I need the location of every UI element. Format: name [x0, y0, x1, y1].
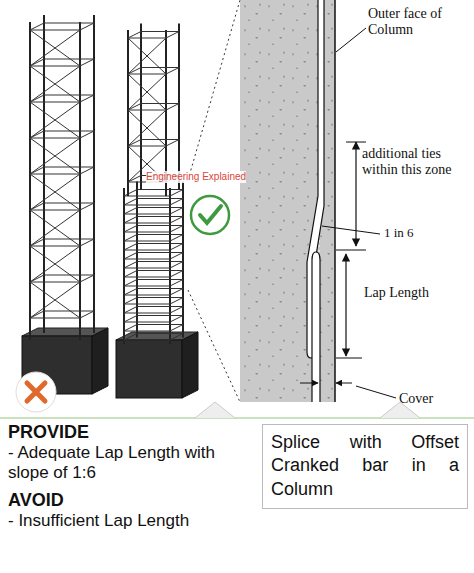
wrong-symbol — [16, 372, 56, 412]
cover-arrow — [336, 383, 352, 384]
annotation: Cover — [399, 391, 433, 407]
column-cages — [22, 15, 198, 398]
cross-mark — [27, 383, 45, 401]
leader-line — [322, 226, 380, 234]
bubble-pointer — [195, 402, 235, 418]
annotation: Outer face of Column — [368, 6, 472, 38]
leader-line — [356, 386, 396, 398]
reinforcement-cage — [30, 15, 94, 340]
caption-text: Splice with Offset Cranked bar in a Colu… — [271, 431, 459, 501]
check-mark — [200, 206, 221, 223]
lower-bar — [312, 252, 320, 402]
dimension-tick — [346, 142, 366, 143]
footing-side — [92, 328, 108, 394]
heading: AVOID — [8, 490, 64, 511]
annotation: - Insufficient Lap Length — [8, 511, 256, 531]
watermark: Engineering Explained — [146, 171, 246, 183]
dimension-tick — [336, 358, 362, 359]
cover-arrow — [300, 383, 318, 384]
annotation: Lap Length — [364, 285, 468, 301]
reinforcement-cage — [124, 182, 183, 345]
correct-symbol — [191, 196, 229, 234]
footing-side — [182, 332, 198, 398]
outer-face-line — [334, 0, 336, 402]
caption-panel: Splice with Offset Cranked bar in a Colu… — [262, 424, 468, 509]
concrete — [240, 0, 335, 402]
callout-line — [188, 0, 240, 180]
heading: PROVIDE — [8, 422, 89, 443]
annotation: 1 in 6 — [384, 226, 414, 241]
column-section — [240, 0, 396, 402]
annotation: additional ties within this zone — [362, 146, 462, 178]
callout-line — [188, 290, 240, 402]
dimension-tick — [336, 250, 366, 251]
annotation: - Adequate Lap Length with slope of 1:6 — [8, 443, 256, 482]
leader-line — [336, 28, 366, 52]
lap-length-dimension — [345, 254, 346, 356]
footing — [116, 340, 182, 398]
